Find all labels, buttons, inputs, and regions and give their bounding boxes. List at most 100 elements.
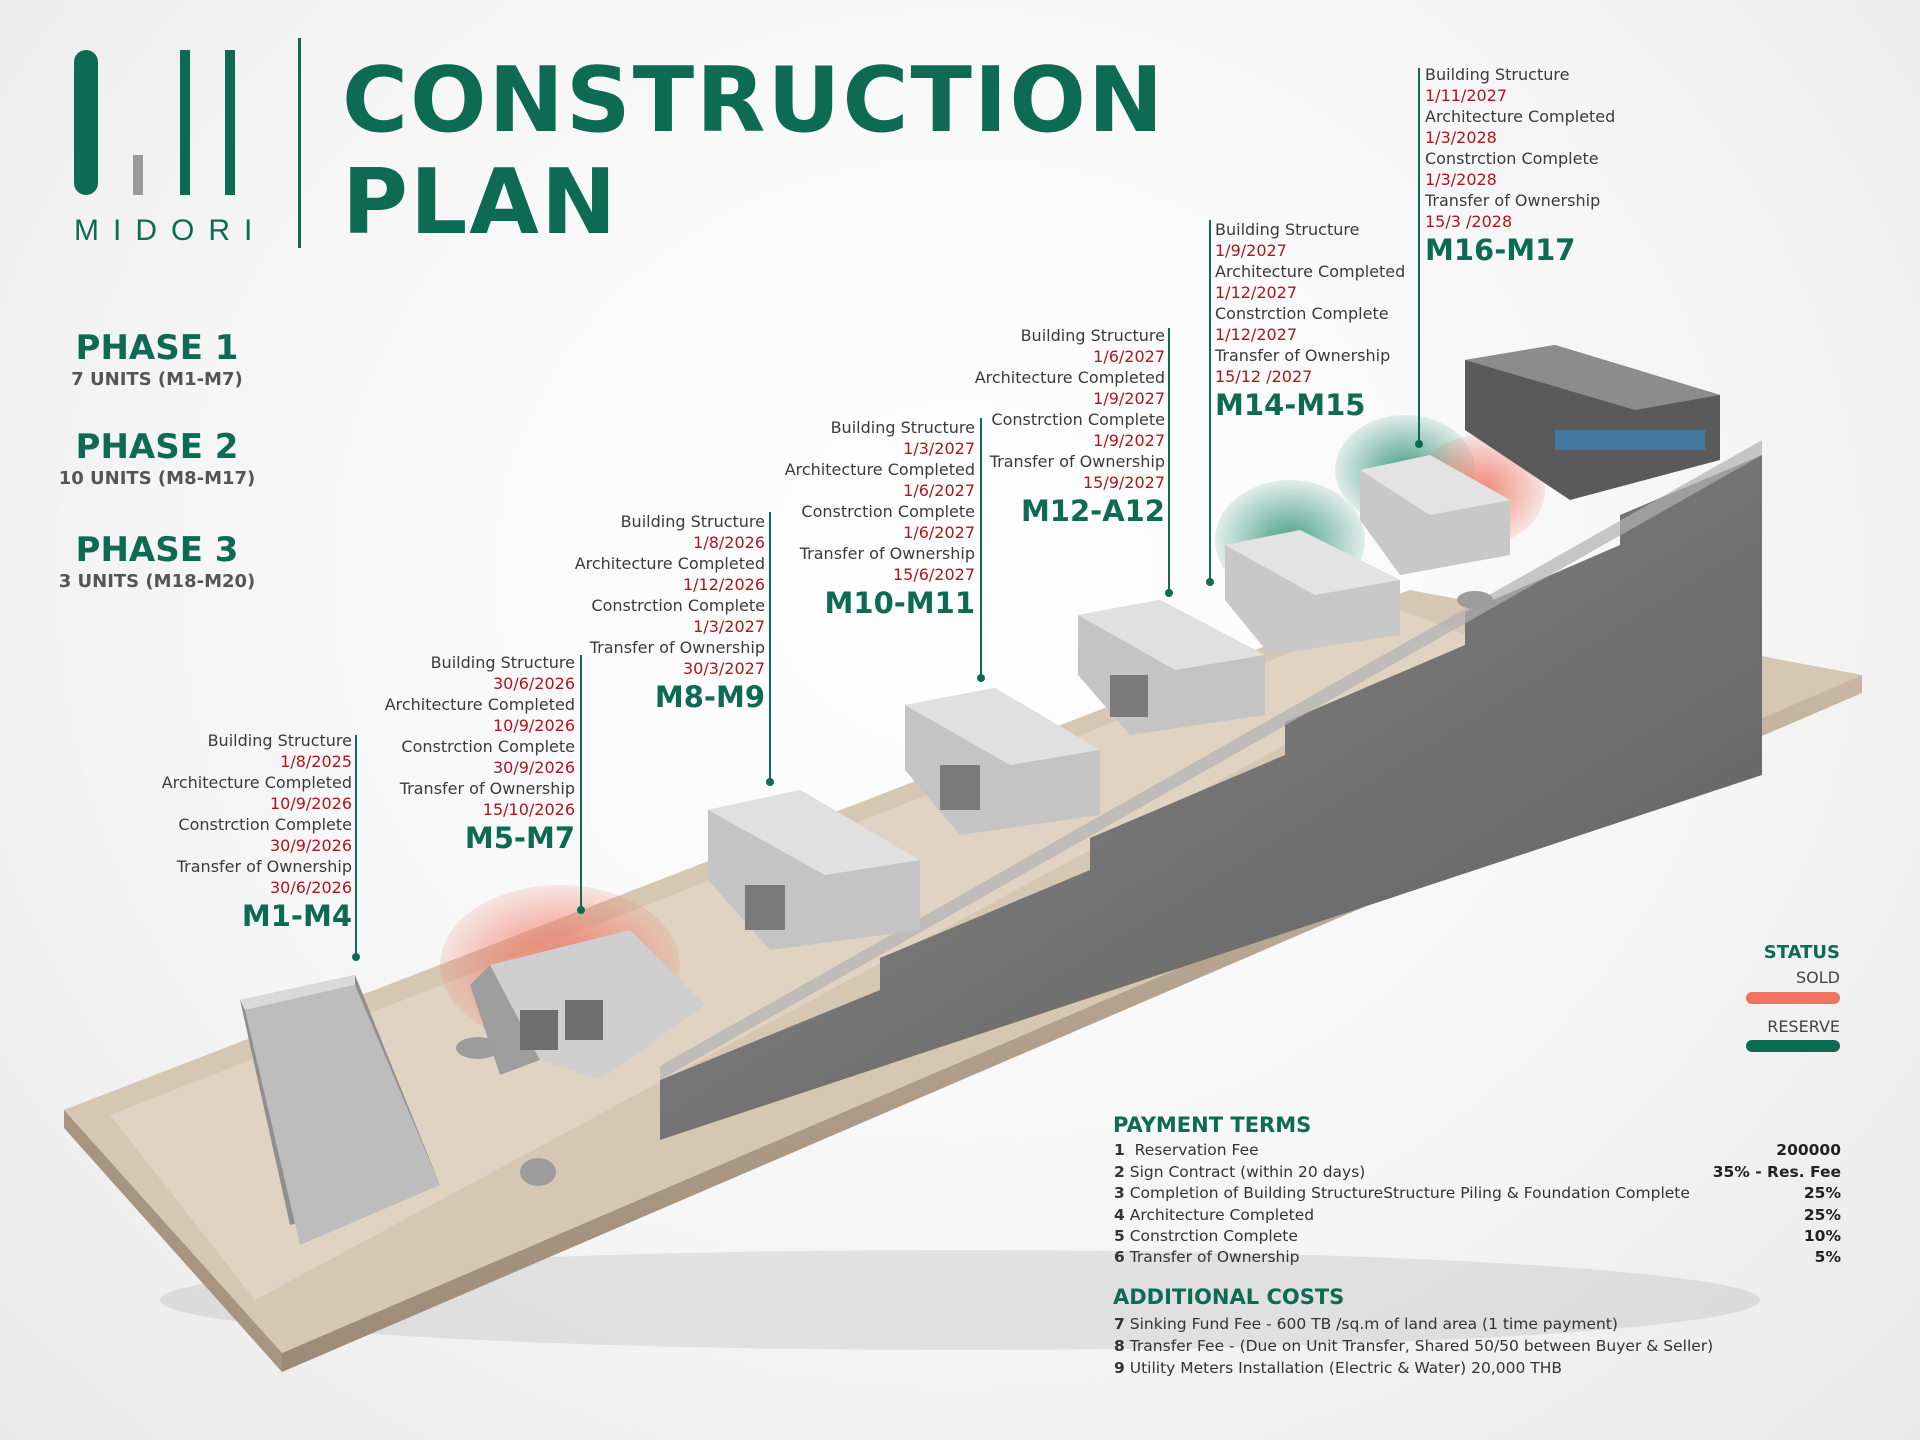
phase-title: PHASE 2 — [75, 427, 239, 467]
unit-code: M5-M7 — [464, 821, 575, 855]
phase-units: 3 UNITS (M18-M20) — [58, 571, 256, 592]
milestone-date: 1/3/2028 — [1425, 128, 1497, 147]
payment-term-row: 6 Transfer of Ownership 5% — [1114, 1248, 1841, 1269]
term-value: 10% — [1803, 1227, 1841, 1245]
milestone-label: Constrction Complete — [178, 815, 352, 834]
site-base-front — [64, 1110, 282, 1372]
leader-dot — [1415, 440, 1423, 448]
milestone-label: Architecture Completed — [784, 460, 975, 479]
leader-dot — [1165, 589, 1173, 597]
milestone-date: 1/8/2025 — [280, 752, 352, 771]
car — [1457, 591, 1493, 609]
base-shadow — [160, 1250, 1760, 1350]
leader-line — [1168, 328, 1170, 593]
building-m14-m15 — [1225, 530, 1400, 655]
milestone-date: 1/9/2027 — [1215, 241, 1287, 260]
unit-code: M10-M11 — [824, 586, 975, 620]
milestone-date: 1/12/2027 — [1215, 325, 1298, 344]
cost-text: Utility Meters Installation (Electric & … — [1129, 1359, 1563, 1377]
milestone-date: 15/3 /2028 — [1425, 212, 1513, 231]
milestone-date: 1/3/2028 — [1425, 170, 1497, 189]
callout-m8-m9: Building Structure 1/8/2026 Architecture… — [575, 511, 765, 715]
status-legend-title: STATUS — [1763, 942, 1840, 963]
car — [456, 1037, 500, 1059]
milestone-date: 1/12/2027 — [1215, 283, 1298, 302]
milestone-date: 30/6/2026 — [492, 674, 575, 693]
phase-1: PHASE 1 7 UNITS (M1-M7) — [0, 328, 317, 392]
logo-bar — [133, 155, 143, 195]
cost-number: 9 — [1114, 1359, 1125, 1377]
payment-term-row: 4 Architecture Completed 25% — [1114, 1206, 1841, 1227]
callout-m1-m4: Building Structure 1/8/2025 Architecture… — [162, 730, 352, 934]
milestone-label: Transfer of Ownership — [1215, 346, 1391, 365]
building-m16-m17 — [1360, 455, 1510, 575]
milestone-label: Architecture Completed — [574, 554, 765, 573]
milestone-date: 15/9/2027 — [1082, 473, 1165, 492]
logo-wordmark: MIDORI — [74, 214, 267, 247]
milestone-label: Building Structure — [1425, 65, 1570, 84]
callout-m16-m17: Building Structure 1/11/2027 Architectur… — [1425, 64, 1615, 268]
term-value: 5% — [1814, 1248, 1841, 1266]
payment-term-row: 5 Constrction Complete 10% — [1114, 1227, 1841, 1248]
leader-dot — [577, 906, 585, 914]
milestone-label: Constrction Complete — [801, 502, 975, 521]
additional-cost-row: 9 Utility Meters Installation (Electric … — [1114, 1359, 1562, 1377]
milestone-label: Building Structure — [620, 512, 765, 531]
leader-line — [355, 735, 357, 957]
unit-code: M14-M15 — [1215, 388, 1366, 422]
phase-2: PHASE 2 10 UNITS (M8-M17) — [0, 427, 317, 491]
unit-code: M16-M17 — [1425, 233, 1576, 267]
building-m10-m11 — [905, 688, 1100, 835]
milestone-label: Transfer of Ownership — [989, 452, 1165, 471]
status-reserve-label: RESERVE — [1767, 1017, 1840, 1036]
unit-code: M12-A12 — [1020, 494, 1165, 528]
leader-dot — [766, 778, 774, 786]
status-reserve-swatch — [1746, 1040, 1840, 1052]
building-phase3 — [1465, 345, 1720, 500]
leader-line — [769, 512, 771, 782]
term-value: 200000 — [1776, 1141, 1841, 1159]
milestone-date: 1/12/2026 — [682, 575, 765, 594]
title-divider — [298, 38, 301, 248]
building-m12-a12 — [1078, 600, 1265, 735]
building-m8-m9 — [708, 790, 920, 950]
status-sold-swatch — [1746, 992, 1840, 1004]
term-text: Reservation Fee — [1134, 1141, 1259, 1159]
site-road — [110, 610, 1480, 1300]
milestone-date: 30/9/2026 — [269, 836, 352, 855]
leader-dot — [1206, 578, 1214, 586]
cost-number: 8 — [1114, 1337, 1125, 1355]
milestone-label: Transfer of Ownership — [176, 857, 352, 876]
milestone-date: 1/3/2027 — [693, 617, 765, 636]
leader-dot — [977, 674, 985, 682]
car — [520, 1158, 556, 1186]
building-m5-m7 — [470, 930, 705, 1080]
milestone-date: 15/6/2027 — [892, 565, 975, 584]
milestone-date: 15/10/2026 — [482, 800, 575, 819]
phase-title: PHASE 3 — [75, 530, 239, 570]
leader-line — [580, 655, 582, 910]
milestone-label: Building Structure — [830, 418, 975, 437]
milestone-label: Architecture Completed — [1215, 262, 1406, 281]
milestone-label: Constrction Complete — [1215, 304, 1389, 323]
unit-code: M8-M9 — [654, 680, 765, 714]
milestone-label: Building Structure — [430, 653, 575, 672]
milestone-label: Transfer of Ownership — [799, 544, 975, 563]
milestone-date: 1/11/2027 — [1425, 86, 1508, 105]
term-number: 2 — [1114, 1163, 1125, 1181]
term-number: 5 — [1114, 1227, 1125, 1245]
phase-units: 7 UNITS (M1-M7) — [71, 369, 243, 390]
logo-bar — [74, 50, 98, 195]
term-number: 6 — [1114, 1248, 1125, 1266]
logo-bar — [180, 50, 190, 195]
term-value: 25% — [1803, 1206, 1841, 1224]
phase-units: 10 UNITS (M8-M17) — [58, 468, 256, 489]
leader-line — [980, 418, 982, 678]
milestone-date: 1/6/2027 — [1093, 347, 1165, 366]
callout-m10-m11: Building Structure 1/3/2027 Architecture… — [785, 417, 975, 621]
term-text: Transfer of Ownership — [1129, 1248, 1300, 1266]
milestone-date: 1/9/2027 — [1093, 431, 1165, 450]
callout-m14-m15: Building Structure 1/9/2027 Architecture… — [1215, 219, 1405, 423]
leader-line — [1209, 220, 1211, 582]
milestone-date: 30/6/2026 — [269, 878, 352, 897]
